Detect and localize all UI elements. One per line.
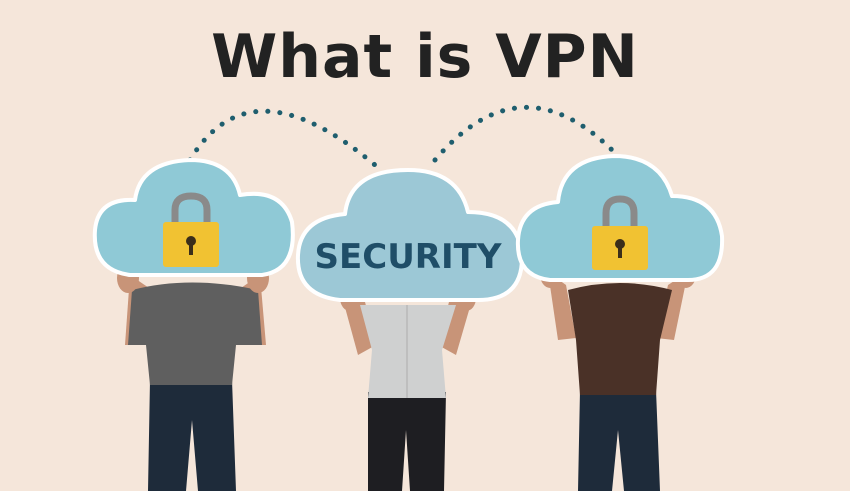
person-center [340,285,476,491]
lock-icon [592,195,648,270]
dotted-connector-right [432,105,615,163]
page-title: What is VPN [211,22,639,92]
cloud-left [92,158,295,277]
security-label: SECURITY [315,237,502,277]
dotted-connector-left [187,108,378,168]
person-right [540,260,696,491]
person-left [117,263,269,491]
cloud-right [515,154,725,282]
lock-icon [163,192,219,267]
cloud-center: SECURITY [295,168,524,302]
